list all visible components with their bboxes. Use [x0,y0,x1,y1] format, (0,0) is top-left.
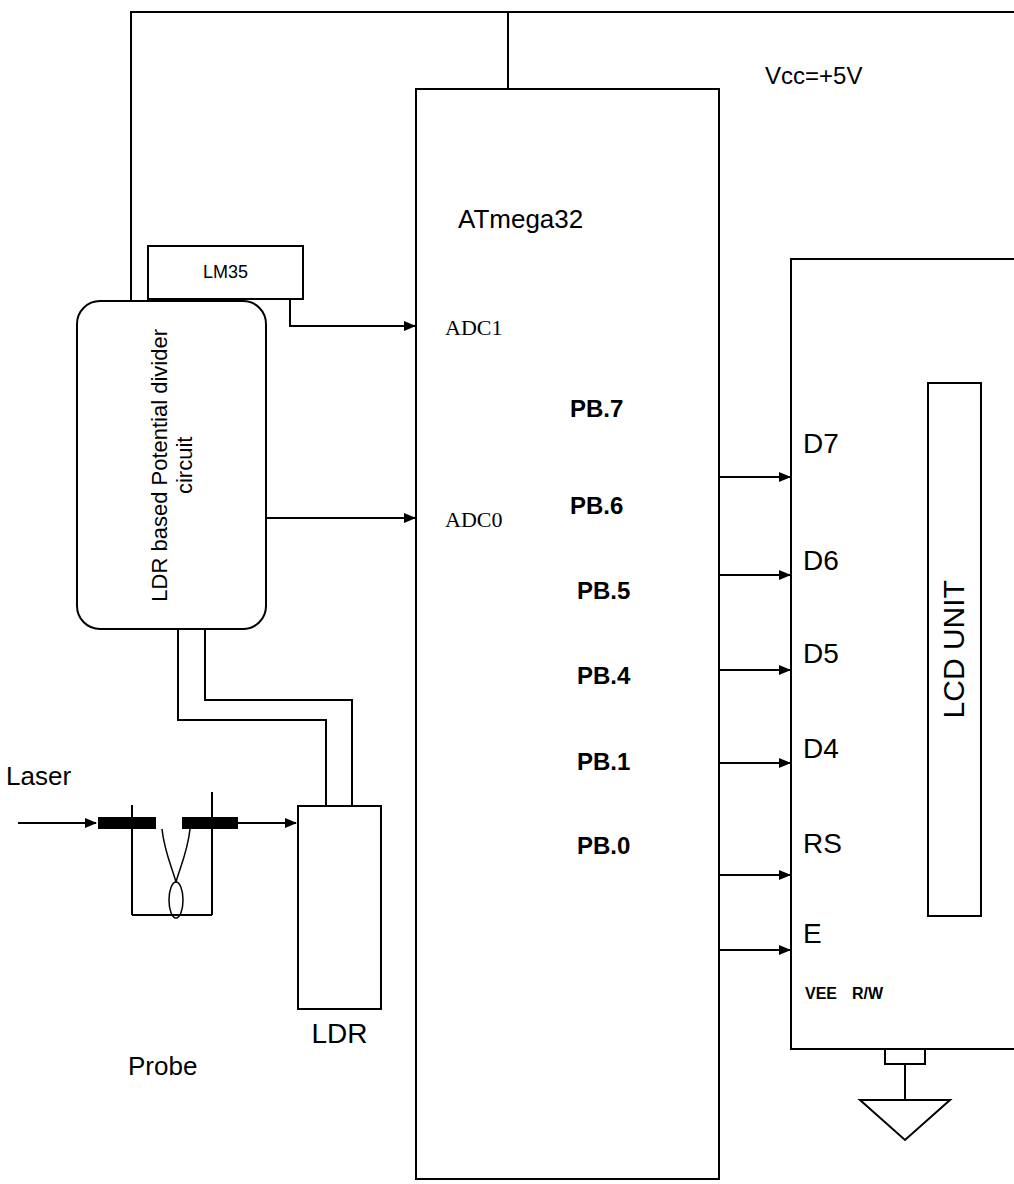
ground-symbol [860,1050,950,1140]
microcontroller-box: ATmega32ADC1ADC0 PB.7PB.6PB.5PB.4PB.1PB.0 [415,88,720,1180]
node-text: LDR based Potential divider circuit [146,325,197,605]
node-text: LCD UNIT [937,580,972,718]
node-text: PB.0 [577,832,630,860]
node-text: E [803,918,822,950]
lcd-display-box: LCD UNIT [927,382,982,917]
node-text: PB.6 [570,492,623,520]
node-text: LM35 [203,262,248,283]
wire-connector [720,875,790,876]
wire-connector [720,950,790,951]
probe-label: Probe [128,1052,197,1082]
wire-connector [720,670,790,671]
wire-connector [720,575,790,576]
node-text: D6 [803,545,839,577]
wire-connector [720,763,790,764]
node-text: R/W [852,985,883,1003]
laser-label: Laser [6,762,71,792]
wire-connector [131,12,508,300]
ldr-box: LDR [297,805,382,1010]
node-text: ADC0 [445,507,502,532]
node-text: PB.1 [577,748,630,776]
sensor-box: LM35 [147,245,304,300]
divider-circuit-box: LDR based Potential divider circuit [76,300,267,630]
node-text: D4 [803,733,839,765]
node-text: PB.4 [577,662,630,690]
vcc-rail [508,11,1014,13]
lcd-module-box: D7D6D5D4RS E VEE R/W LCD UNIT [790,258,1014,1050]
node-text: PB.5 [577,577,630,605]
node-text: ADC1 [445,315,502,340]
node-text: VEE [805,985,837,1003]
probe-illustration [18,792,296,918]
node-text: ATmega32 [458,205,583,235]
node-text: LDR [311,1018,367,1050]
wire-connector [178,630,352,805]
node-text: RS [803,828,842,860]
node-text: D5 [803,638,839,670]
wire-connector [720,477,790,478]
node-text: PB.7 [570,395,623,423]
node-text: D7 [803,428,839,460]
wire-connector [290,300,415,326]
wire-connector [267,518,415,519]
supply-label: Vcc=+5V [765,62,862,90]
